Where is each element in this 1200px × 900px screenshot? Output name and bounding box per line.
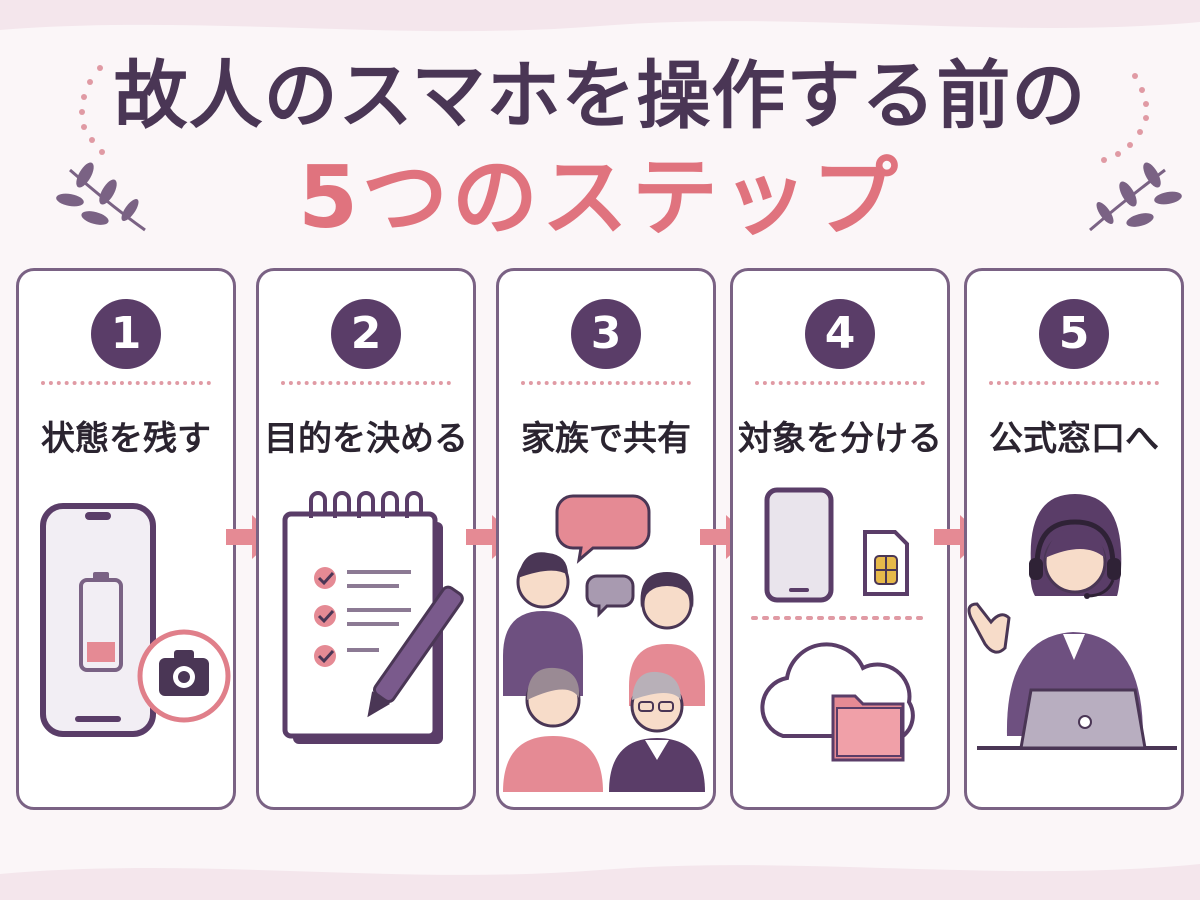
step-card-5: 5 公式窓口へ [964, 268, 1184, 810]
top-wave-decoration [0, 0, 1200, 32]
page-title-line1: 故人のスマホを操作する前の [113, 53, 1087, 139]
dotted-divider [41, 381, 211, 385]
step-label: 家族で共有 [521, 419, 691, 459]
step-number-badge: 3 [571, 299, 641, 369]
step-number-badge: 4 [805, 299, 875, 369]
support-operator-icon [967, 494, 1177, 750]
dotted-divider [989, 381, 1159, 385]
step-number-badge: 1 [91, 299, 161, 369]
dotted-divider [281, 381, 451, 385]
step-card-2: 2 目的を決める [256, 268, 476, 810]
bottom-wave-decoration [0, 864, 1200, 900]
phone-battery-camera-icon [40, 503, 231, 737]
step-label: 公式窓口へ [989, 419, 1159, 459]
dotted-divider [755, 381, 925, 385]
step-card-3: 3 家族で共有 [496, 268, 716, 810]
checklist-notebook-icon [282, 491, 464, 744]
right-leaf-decoration [1089, 73, 1182, 232]
step-number-badge: 2 [331, 299, 401, 369]
dotted-divider [521, 381, 691, 385]
step-label: 状態を残す [41, 419, 211, 459]
step-label: 目的を決める [264, 419, 468, 459]
phone-sim-cloud-icon [751, 487, 929, 762]
family-discussion-icon [503, 494, 705, 792]
left-leaf-decoration [56, 65, 146, 232]
step-card-1: 1 状態を残す [16, 268, 236, 810]
step-label: 対象を分ける [738, 419, 942, 459]
page-title-line2: 5つのステップ [298, 148, 902, 248]
step-number-badge: 5 [1039, 299, 1109, 369]
step-card-4: 4 対象を分ける [730, 268, 950, 810]
